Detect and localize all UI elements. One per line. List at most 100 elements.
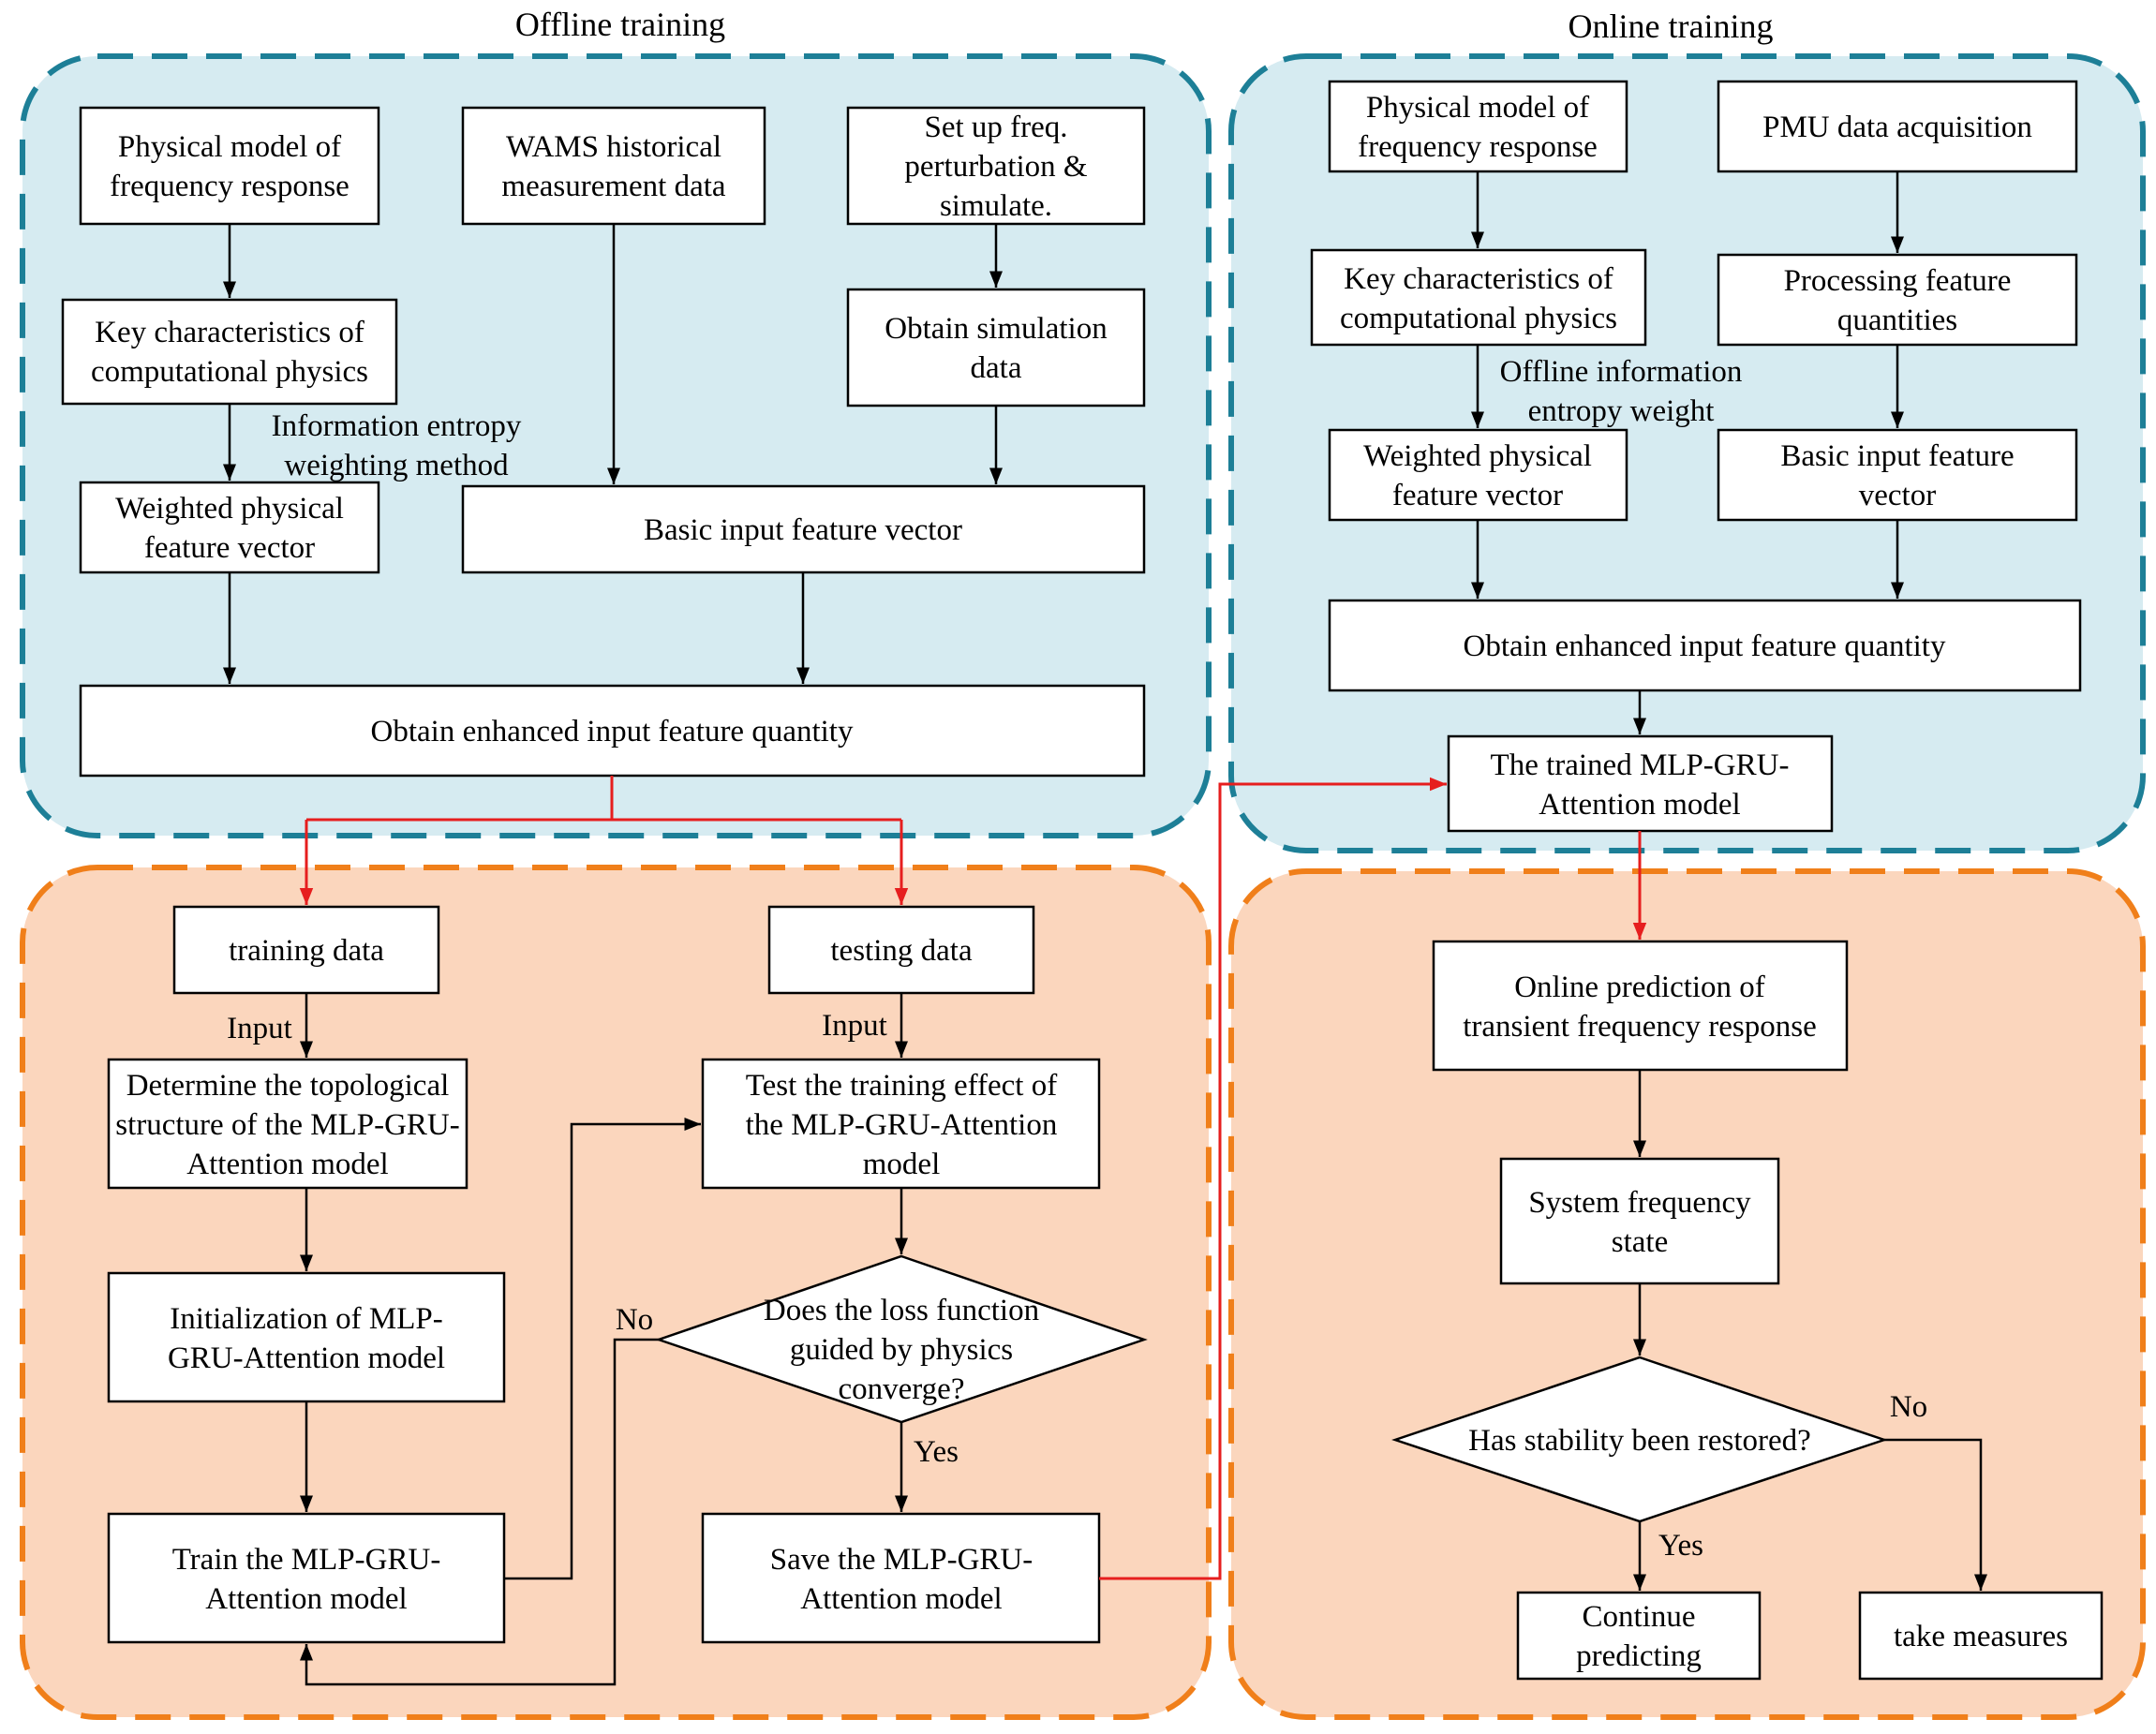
text-line: guided by physics [790, 1333, 1013, 1367]
offline-feature-region [20, 53, 1212, 838]
online-physical-model-box: Physical model of frequency response [1328, 80, 1628, 173]
text-line: testing data [830, 934, 973, 968]
save-model-box: Save the MLP-GRU-Attention model [701, 1512, 1101, 1644]
testing-data-box: testing data [767, 905, 1035, 995]
svg-text:testing data: testing data [830, 934, 973, 968]
svg-text:Train the MLP-GRU-Attention mo: Train the MLP-GRU- Attention model [172, 1543, 441, 1616]
text-line: Basic input feature [1780, 439, 2014, 473]
take-measures-box: take measures [1858, 1591, 2104, 1681]
online-prediction-region [1228, 868, 2146, 1720]
svg-text:Basic input feature vector: Basic input feature vector [644, 513, 962, 547]
stability-diamond: Has stability been restored? [1391, 1356, 1888, 1523]
offline-connectors [223, 224, 1003, 1686]
init-model-box: Initialization of MLP- GRU-Attention mode… [107, 1271, 506, 1403]
text-line: vector [1859, 479, 1936, 512]
text-line: perturbation & [904, 150, 1088, 184]
text-line: Basic input feature vector [644, 513, 962, 547]
offline-setup-box: Set up freq.perturbation &simulate. [846, 106, 1146, 226]
text-line: predicting [1576, 1639, 1702, 1673]
train-model-box: Train the MLP-GRU- Attention model [107, 1512, 506, 1644]
text-line: Save the MLP-GRU- [770, 1543, 1033, 1577]
svg-text:PMU data acquisition: PMU data acquisition [1762, 111, 2032, 144]
text-line: Key characteristics of [95, 316, 364, 349]
text-line: transient frequency response [1463, 1010, 1817, 1044]
text-line: Obtain enhanced input feature quantity [1464, 630, 1946, 663]
svg-text:Obtain enhanced input feature: Obtain enhanced input feature quantity [1464, 630, 1946, 663]
svg-text:take measures: take measures [1894, 1620, 2068, 1653]
text-line: Set up freq. [924, 111, 1067, 144]
input-label-right: Input [822, 1009, 887, 1043]
no-label-offline: No [616, 1303, 653, 1337]
text-line: Initialization of MLP- [170, 1302, 442, 1336]
text-line: measurement data [501, 170, 725, 203]
offline-enhanced-box: Obtain enhanced input feature quantity [79, 684, 1146, 778]
svg-text:Obtain enhanced input feature: Obtain enhanced input feature quantity [371, 715, 854, 748]
text-line: Processing feature [1784, 264, 2012, 298]
yes-label-offline: Yes [914, 1435, 959, 1469]
text-line: WAMS historical [506, 130, 721, 164]
text-line: structure of the MLP-GRU- [115, 1108, 460, 1142]
online-basic-box: Basic input feature vector [1717, 428, 2078, 522]
loss-converge-diamond: Does the loss function guided by physics c… [655, 1254, 1148, 1424]
text-line: converge? [839, 1372, 965, 1406]
text-line: Weighted physical [115, 492, 344, 526]
text-line: frequency response [1358, 130, 1598, 164]
text-line: Key characteristics of [1344, 262, 1613, 296]
text-line: Online prediction of [1514, 971, 1765, 1004]
online-connectors [1471, 171, 1987, 1591]
svg-text:training data: training data [229, 934, 384, 968]
trained-model-box: The trained MLP-GRU- Attention model [1447, 734, 1834, 833]
text-line: Physical model of [118, 130, 341, 164]
text-line: Test the training effect of [746, 1069, 1057, 1103]
online-training-title: Online training [1569, 7, 1774, 45]
online-enhanced-box: Obtain enhanced input feature quantity [1328, 599, 2082, 692]
pmu-acquisition-box: PMU data acquisition [1717, 80, 2078, 173]
text-line: Physical model of [1366, 91, 1589, 125]
text-line: The trained MLP-GRU- [1491, 748, 1790, 782]
text-line: feature vector [1392, 479, 1563, 512]
red-arrow-save-to-trained [1099, 777, 1447, 1580]
online-weighted-box: Weighted physical feature vector [1328, 428, 1628, 522]
text-line: quantities [1837, 304, 1957, 337]
svg-text:Save the MLP-GRU-Attention mod: Save the MLP-GRU-Attention model [770, 1543, 1033, 1616]
offline-basic-box: Basic input feature vector [461, 484, 1146, 574]
text-line: PMU data acquisition [1762, 111, 2032, 144]
test-effect-box: Test the training effect of the MLP-GRU-A… [701, 1058, 1101, 1190]
text-line: Does the loss function [764, 1294, 1039, 1327]
text-line: Attention model [205, 1582, 407, 1616]
text-line: Information entropy [272, 409, 522, 443]
text-line: Weighted physical [1363, 439, 1592, 473]
online-prediction-box: Online prediction of transient frequency … [1432, 940, 1849, 1072]
text-line: Attention model [186, 1148, 388, 1181]
text-line: Obtain enhanced input feature quantity [371, 715, 854, 748]
text-line: model [863, 1148, 940, 1181]
processing-feature-box: Processing feature quantities [1717, 253, 2078, 347]
arrow-train-to-test [504, 1118, 701, 1580]
text-line: Attention model [1539, 788, 1740, 822]
text-line: the MLP-GRU-Attention [746, 1108, 1058, 1142]
text-line: Train the MLP-GRU- [172, 1543, 441, 1577]
arrow-stability-no-to-measures [1884, 1438, 1987, 1591]
svg-text:Set up freq.perturbation &simu: Set up freq.perturbation &simulate. [904, 111, 1088, 223]
offline-wams-box: WAMS historical measurement data [461, 106, 766, 226]
svg-text:The trained MLP-GRU-Attention: The trained MLP-GRU- Attention model [1491, 748, 1790, 822]
offline-training-title: Offline training [515, 6, 725, 43]
text-line: GRU-Attention model [168, 1341, 445, 1375]
